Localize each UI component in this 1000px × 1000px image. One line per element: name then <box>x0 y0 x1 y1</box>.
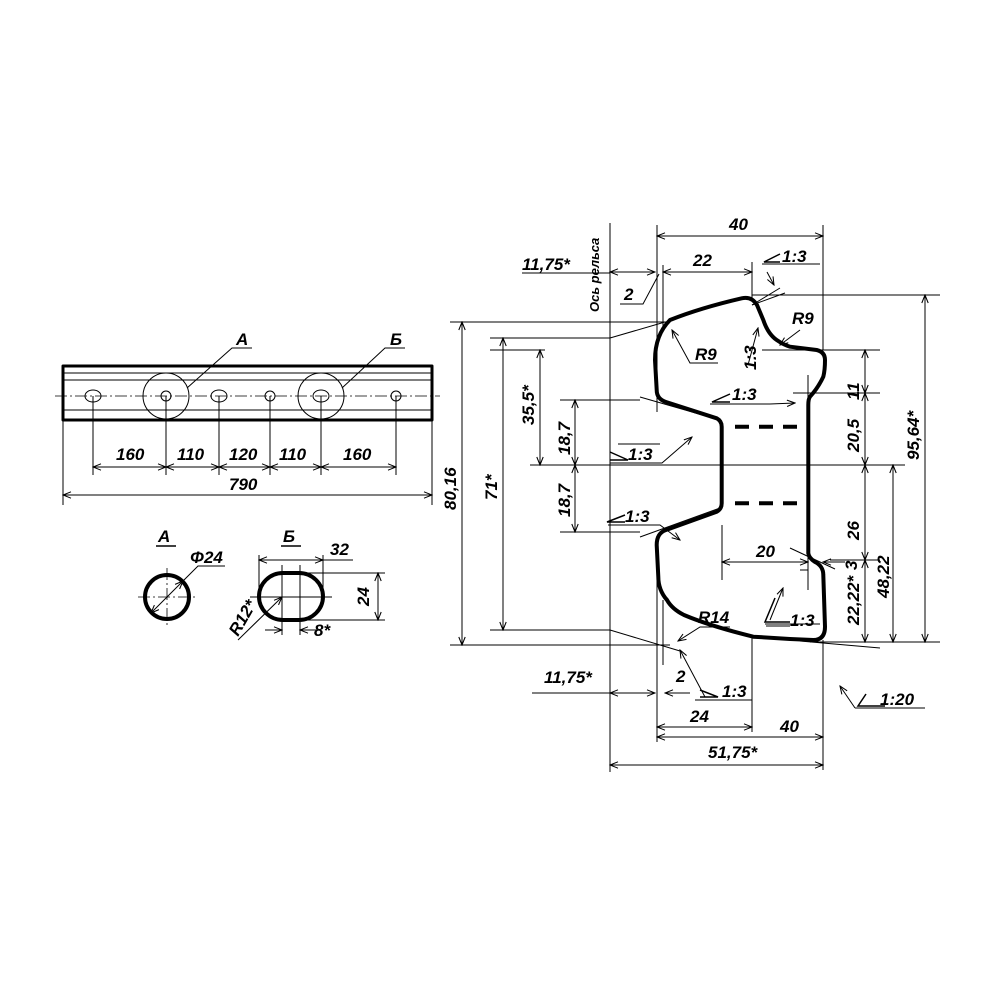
dim-22: 22 <box>692 251 712 270</box>
dim-22-22: 22,22* <box>844 574 863 626</box>
radius-r9-right: R9 <box>792 309 814 328</box>
top-width-dim: 40 <box>728 215 748 234</box>
rail-profile-section: Ось рельса <box>441 215 940 772</box>
detail-b-title: Б <box>283 527 295 546</box>
spacing-dim: 160 <box>343 445 372 464</box>
dim-80-16: 80,16 <box>441 467 460 510</box>
callout-b: Б <box>390 330 402 349</box>
overall-length-dim: 790 <box>229 475 258 494</box>
dim-3: 3 <box>842 560 861 570</box>
dim-11: 11 <box>844 382 863 400</box>
spacing-dim: 120 <box>229 445 258 464</box>
slope-top: 1:3 <box>782 247 807 266</box>
slope-left-upper: 1:3 <box>628 445 653 464</box>
dim-18-7-top: 18,7 <box>555 420 574 455</box>
dim-20-5: 20,5 <box>844 418 863 453</box>
dim-20: 20 <box>755 542 775 561</box>
spacing-dim: 160 <box>116 445 145 464</box>
detail-a-title: А <box>157 527 170 546</box>
dim-48-22: 48,22 <box>874 555 893 599</box>
diameter-dim: Φ24 <box>190 548 223 567</box>
dim-24: 24 <box>689 707 709 726</box>
height-dim: 24 <box>354 587 373 607</box>
rail-axis-label: Ось рельса <box>587 238 602 312</box>
spacing-dim: 110 <box>279 445 307 464</box>
radius-r9-left: R9 <box>695 345 717 364</box>
slope-left-lower: 1:3 <box>625 507 650 526</box>
dim-18-7-bottom: 18,7 <box>555 482 574 517</box>
dim-35-5: 35,5* <box>519 384 538 425</box>
bottom-offset-dim: 11,75* <box>544 668 593 687</box>
detail-b: Б 32 24 R12* 8* <box>225 527 385 641</box>
slope-bottom: 1:3 <box>722 682 747 701</box>
dim-2-bottom: 2 <box>675 667 686 686</box>
offset-dim: 8* <box>314 621 331 640</box>
length-dim: 32 <box>330 540 349 559</box>
profile-outline <box>653 295 827 642</box>
dim-26: 26 <box>844 521 863 541</box>
dim-2-top: 2 <box>623 285 634 304</box>
slope-1-20: 1:20 <box>880 690 915 709</box>
dim-95-64: 95,64* <box>904 409 923 460</box>
callout-a: А <box>235 330 248 349</box>
slope-lower-right: 1:3 <box>790 611 815 630</box>
dim-51-75: 51,75* <box>708 743 759 762</box>
spacing-dim: 110 <box>177 445 205 464</box>
rail-elevation: А Б 160 110 120 110 160 790 <box>55 330 440 505</box>
detail-a: А Φ24 <box>138 527 225 626</box>
slope-mid: 1:3 <box>732 385 757 404</box>
radius-dim: R12* <box>225 596 261 639</box>
dim-71: 71* <box>482 473 501 500</box>
top-offset-dim: 11,75* <box>522 255 571 274</box>
radius-r14: R14 <box>698 608 730 627</box>
dim-40-bottom: 40 <box>779 717 799 736</box>
